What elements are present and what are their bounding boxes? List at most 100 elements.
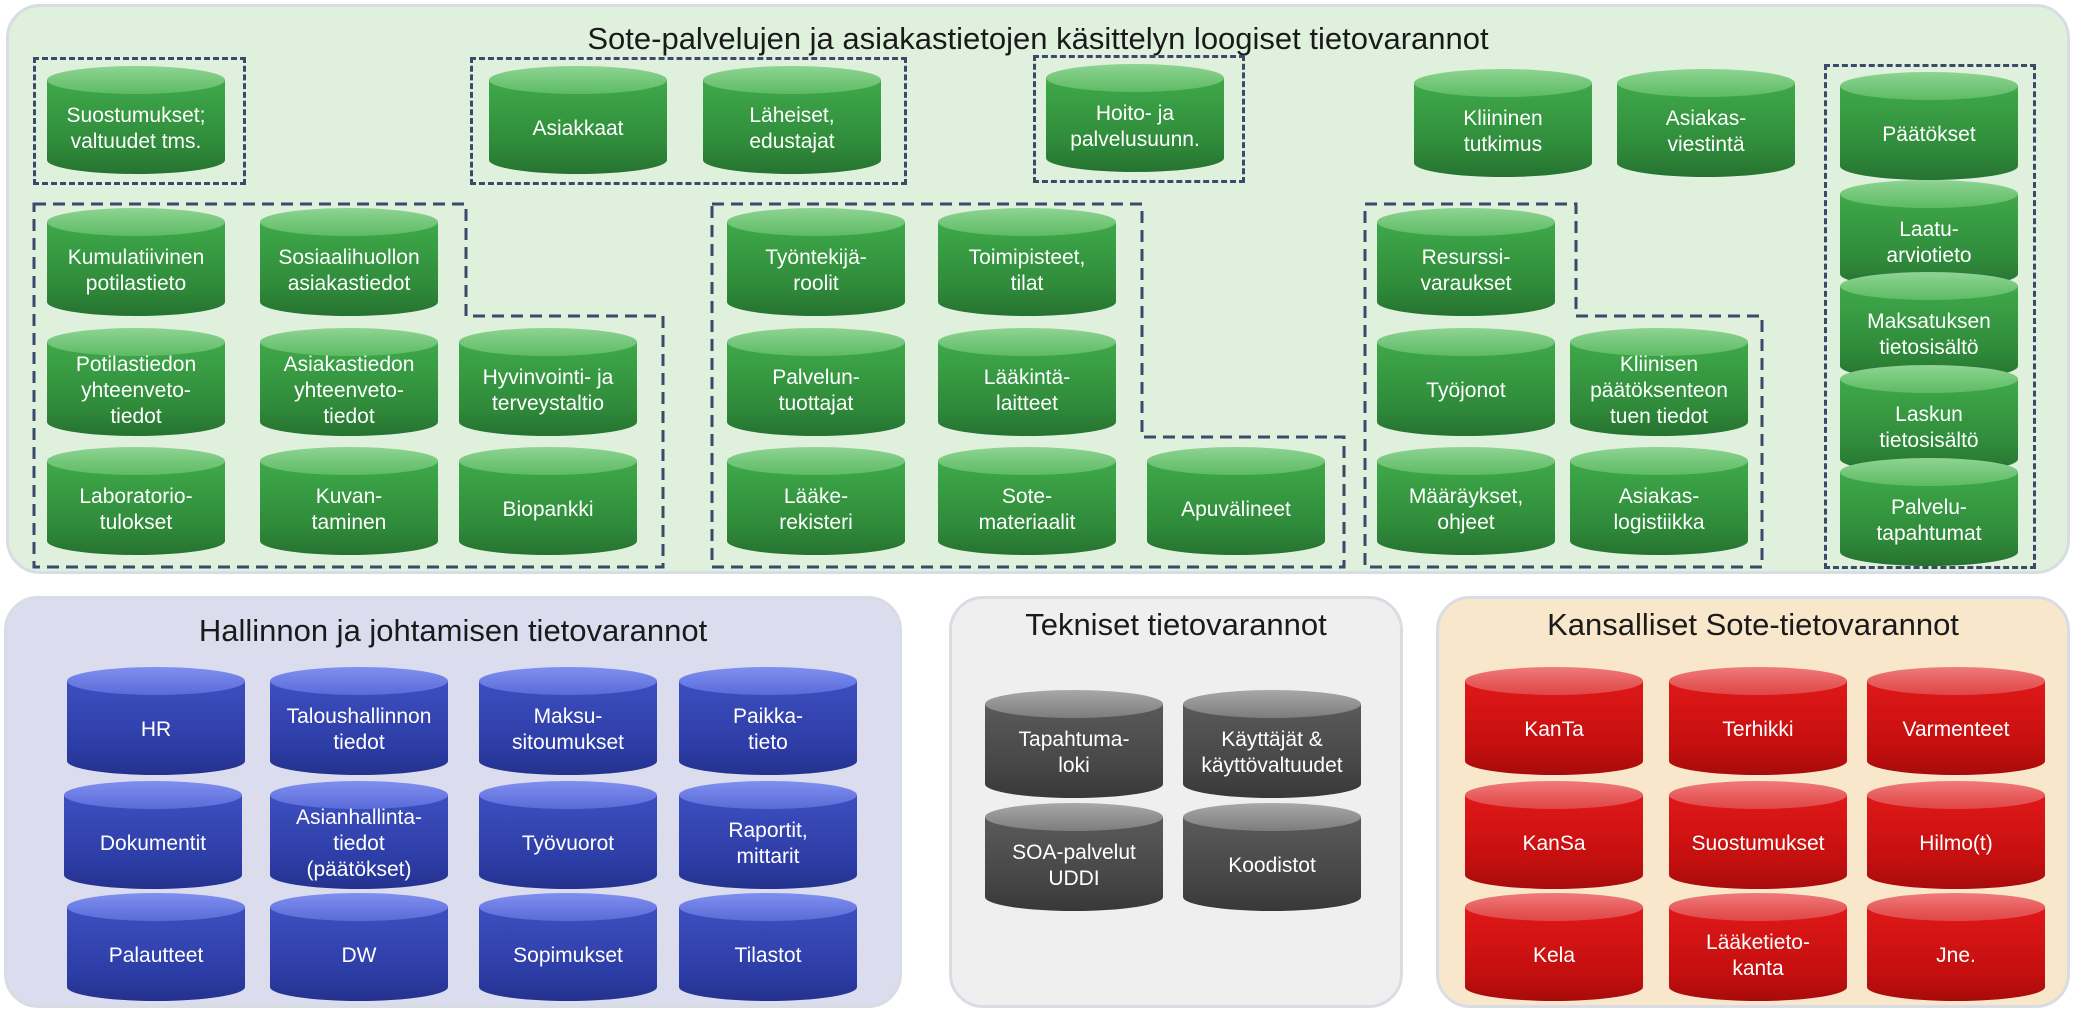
db-social-welfare-data[interactable]: Sosiaalihuollon asiakastiedot: [260, 208, 438, 316]
db-certificates[interactable]: Varmenteet: [1867, 667, 2045, 775]
db-label: Työjonot: [1426, 379, 1506, 402]
db-case-management[interactable]: Asianhallinta- tiedot (päätökset): [270, 781, 448, 889]
group-resources: [710, 202, 1346, 569]
db-imaging[interactable]: Kuvan- taminen: [260, 447, 438, 555]
db-reports[interactable]: Raportit, mittarit: [679, 781, 857, 889]
db-drug-register[interactable]: Lääke- rekisteri: [727, 447, 905, 555]
db-label: Paikka- tieto: [732, 705, 804, 754]
db-label: Dokumentit: [99, 832, 207, 855]
db-national-consents[interactable]: Suostumukset: [1669, 781, 1847, 889]
db-medical-devices[interactable]: Lääkintä- laitteet: [938, 328, 1116, 436]
db-client-communication[interactable]: Asiakas- viestintä: [1617, 69, 1795, 177]
db-invoice-content[interactable]: Laskun tietosisältö: [1840, 365, 2018, 473]
db-cumulative-patient-data[interactable]: Kumulatiivinen potilastieto: [47, 208, 225, 316]
db-financial-data[interactable]: Taloushallinnon tiedot: [270, 667, 448, 775]
db-label: Asiakkaat: [532, 117, 624, 140]
db-facilities[interactable]: Toimipisteet, tilat: [938, 208, 1116, 316]
db-label: Asiakas- viestintä: [1665, 107, 1747, 156]
db-clients[interactable]: Asiakkaat: [489, 66, 667, 174]
db-users-permissions[interactable]: Käyttäjät & käyttövaltuudet: [1183, 690, 1361, 798]
db-label: KanTa: [1524, 718, 1584, 741]
db-label: SOA-palvelut UDDI: [1012, 841, 1136, 890]
db-payment-commitments[interactable]: Maksu- sitoumukset: [479, 667, 657, 775]
group-decisions: [1824, 64, 2036, 569]
db-label: Palautteet: [108, 944, 204, 967]
db-label: Suostumukset: [1691, 832, 1825, 855]
db-label: Tilastot: [734, 944, 802, 967]
group-logistics: [1363, 202, 1764, 569]
db-label: Varmenteet: [1902, 718, 2010, 741]
db-shifts[interactable]: Työvuorot: [479, 781, 657, 889]
db-label: Määräykset, ohjeet: [1408, 485, 1524, 534]
db-feedback[interactable]: Palautteet: [67, 893, 245, 1001]
db-code-sets[interactable]: Koodistot: [1183, 803, 1361, 911]
db-label: Taloushallinnon tiedot: [286, 705, 432, 754]
db-kansa[interactable]: KanSa: [1465, 781, 1643, 889]
db-laboratory-results[interactable]: Laboratorio- tulokset: [47, 447, 225, 555]
db-sote-materials[interactable]: Sote- materiaalit: [938, 447, 1116, 555]
db-label: Laboratorio- tulokset: [79, 485, 193, 534]
db-label: Lääkintä- laitteet: [983, 366, 1071, 415]
db-regulations[interactable]: Määräykset, ohjeet: [1377, 447, 1555, 555]
db-care-plan[interactable]: Hoito- ja palvelusuunn.: [1046, 64, 1224, 172]
db-label: Kliininen tutkimus: [1463, 107, 1543, 156]
db-consents[interactable]: Suostumukset; valtuudet tms.: [47, 66, 225, 174]
db-label: Apuvälineet: [1181, 498, 1291, 521]
db-label: Sote- materiaalit: [978, 485, 1076, 534]
db-event-log[interactable]: Tapahtuma- loki: [985, 690, 1163, 798]
db-statistics[interactable]: Tilastot: [679, 893, 857, 1001]
db-documents[interactable]: Dokumentit: [64, 781, 242, 889]
group-care-plan: [1033, 55, 1245, 183]
db-location-data[interactable]: Paikka- tieto: [679, 667, 857, 775]
db-label: Asiakas- logistiikka: [1613, 485, 1705, 534]
db-label: Maksu- sitoumukset: [511, 705, 625, 754]
db-soa-services[interactable]: SOA-palvelut UDDI: [985, 803, 1163, 911]
db-contracts[interactable]: Sopimukset: [479, 893, 657, 1001]
db-label: Suostumukset; valtuudet tms.: [66, 104, 206, 153]
db-terhikki[interactable]: Terhikki: [1669, 667, 1847, 775]
db-label: Hoito- ja palvelusuunn.: [1070, 102, 1200, 151]
db-clinical-research[interactable]: Kliininen tutkimus: [1414, 69, 1592, 177]
db-client-summary[interactable]: Asiakastiedon yhteenveto- tiedot: [260, 328, 438, 436]
db-label: Koodistot: [1228, 854, 1316, 877]
db-clinical-decision-support[interactable]: Kliinisen päätöksenteon tuen tiedot: [1570, 328, 1748, 436]
db-service-providers[interactable]: Palvelun- tuottajat: [727, 328, 905, 436]
db-employee-roles[interactable]: Työntekijä- roolit: [727, 208, 905, 316]
db-label: Läheiset, edustajat: [749, 104, 835, 153]
tekniset-panel: Tekniset tietovarannot: [949, 596, 1403, 1008]
db-resource-reservations[interactable]: Resurssi- varaukset: [1377, 208, 1555, 316]
db-label: Lääke- rekisteri: [779, 485, 853, 534]
db-label: Hilmo(t): [1919, 832, 1993, 855]
db-label: Kuvan- taminen: [311, 485, 387, 534]
db-service-events[interactable]: Palvelu- tapahtumat: [1840, 458, 2018, 566]
db-aids[interactable]: Apuvälineet: [1147, 447, 1325, 555]
db-work-queues[interactable]: Työjonot: [1377, 328, 1555, 436]
db-label: Asianhallinta- tiedot (päätökset): [295, 806, 423, 881]
db-patient-summary[interactable]: Potilastiedon yhteenveto- tiedot: [47, 328, 225, 436]
db-label: Sopimukset: [513, 944, 623, 967]
db-hr[interactable]: HR: [67, 667, 245, 775]
db-label: Käyttäjät & käyttövaltuudet: [1201, 728, 1343, 777]
db-kanta[interactable]: KanTa: [1465, 667, 1643, 775]
db-hilmo[interactable]: Hilmo(t): [1867, 781, 2045, 889]
group-patient-data: [32, 202, 665, 569]
group-clients: [470, 57, 907, 185]
db-drug-database[interactable]: Lääketieto- kanta: [1669, 893, 1847, 1001]
db-label: Laskun tietosisältö: [1879, 403, 1979, 452]
db-client-logistics[interactable]: Asiakas- logistiikka: [1570, 447, 1748, 555]
db-kela[interactable]: Kela: [1465, 893, 1643, 1001]
db-biobank[interactable]: Biopankki: [459, 447, 637, 555]
db-label: Sosiaalihuollon asiakastiedot: [278, 246, 420, 295]
db-label: Työvuorot: [521, 832, 615, 855]
db-label: DW: [341, 944, 377, 967]
db-wellbeing-archive[interactable]: Hyvinvointi- ja terveystaltio: [459, 328, 637, 436]
db-decisions[interactable]: Päätökset: [1840, 72, 2018, 180]
db-payment-content[interactable]: Maksatuksen tietosisältö: [1840, 272, 2018, 380]
db-label: Raportit, mittarit: [728, 819, 808, 868]
db-label: Biopankki: [502, 498, 594, 521]
db-etc[interactable]: Jne.: [1867, 893, 2045, 1001]
db-dw[interactable]: DW: [270, 893, 448, 1001]
db-relatives[interactable]: Läheiset, edustajat: [703, 66, 881, 174]
db-label: Palvelun- tuottajat: [772, 366, 860, 415]
